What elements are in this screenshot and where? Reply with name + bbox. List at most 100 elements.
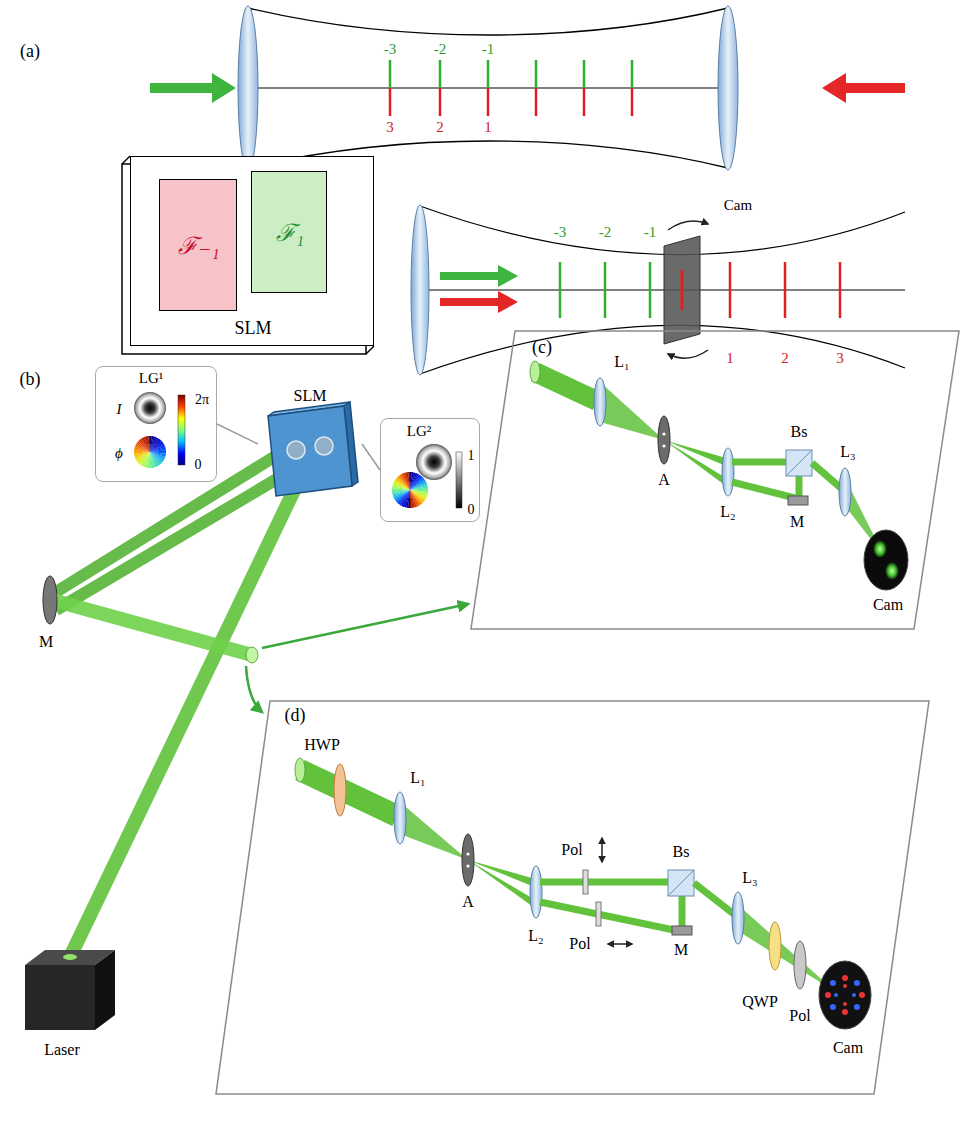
- connector-line: [362, 444, 380, 470]
- text-holder: 2π: [195, 390, 209, 408]
- copropagating-beams: [604, 262, 607, 318]
- laser-slm-setup: [70, 478, 300, 957]
- label-holder: M: [674, 941, 688, 959]
- text-holder: ℱ₋₁: [178, 233, 219, 259]
- slm-device-part: [287, 441, 305, 459]
- label-holder: 2: [781, 349, 789, 367]
- phase-wedge: [150, 450, 166, 452]
- laser-slm-setup: [56, 470, 292, 610]
- label-holder: Laser: [44, 1041, 80, 1059]
- panel-letter: (a): [20, 42, 40, 62]
- label-holder: -1: [482, 40, 495, 58]
- order-number: 1: [726, 350, 734, 367]
- label-holder: 2: [436, 118, 444, 136]
- interferometer-d: [842, 1009, 848, 1015]
- phase-wedge: [134, 452, 150, 454]
- slm-device-part: [268, 406, 352, 496]
- component-label: M: [790, 513, 804, 531]
- interferometer-d: [295, 758, 871, 1029]
- label-holder: 3: [386, 118, 394, 136]
- order-number: 3: [836, 350, 844, 367]
- interferometer-c: [864, 530, 908, 590]
- order-number: 2: [781, 350, 789, 367]
- copropagating-beams: [420, 290, 905, 291]
- phase-wedge: [150, 452, 153, 468]
- mode-insets: [456, 452, 462, 508]
- mode-insets: [178, 395, 185, 465]
- interferometer-d: [769, 922, 781, 970]
- interferometer-c: [812, 463, 842, 489]
- interferometer-c: [788, 496, 808, 505]
- interferometer-d: [601, 838, 603, 862]
- label-holder: M: [790, 513, 804, 531]
- text-holder: (c): [532, 338, 552, 358]
- label-holder: L₂: [528, 927, 543, 945]
- order-number: -1: [482, 41, 495, 58]
- inset-box: LG²10: [380, 418, 480, 522]
- phase-wedge: [143, 437, 150, 452]
- interferometer-c: [796, 476, 803, 496]
- interferometer-d: [694, 883, 735, 915]
- label-holder: HWP: [304, 736, 340, 754]
- phase-disk: [134, 436, 166, 468]
- laser-slm-setup: [95, 950, 115, 1030]
- copropagating-beams: [668, 350, 708, 358]
- counter-propagating-beams: [150, 6, 905, 170]
- node-text: (d): [285, 706, 306, 726]
- copropagating-beams: [498, 291, 518, 313]
- copropagating-beams: [420, 325, 905, 374]
- phase-wedge: [148, 436, 150, 452]
- inset-box: LG¹Iϕ2π0: [95, 366, 217, 482]
- text-holder: 0: [195, 455, 202, 473]
- component-label: Cam: [724, 197, 752, 214]
- interferometer-d: [825, 992, 831, 998]
- copropagating-beams: [122, 156, 130, 164]
- mode-insets: [416, 444, 452, 480]
- text-holder: 0: [468, 500, 475, 518]
- phase-wedge: [410, 484, 428, 490]
- slm-frame: ℱ₋₁ℱ₁SLM: [130, 156, 374, 346]
- interferometer-d: [468, 860, 532, 906]
- interferometer-c: [530, 361, 540, 383]
- laser-slm-setup: [63, 954, 77, 960]
- interferometer-d: [732, 892, 744, 944]
- interferometer-d: [583, 870, 588, 894]
- phase-wedge: [145, 436, 150, 452]
- counter-propagating-beams: [583, 60, 586, 88]
- setup-panel-outline: [470, 330, 960, 630]
- interferometer-c: [535, 372, 597, 401]
- interferometer-d: [295, 758, 305, 782]
- component-label: A: [658, 471, 670, 489]
- copropagating-beams: [411, 205, 429, 375]
- text-holder: ℱ₁: [276, 220, 304, 246]
- node-text: SLM: [294, 387, 327, 405]
- component-label: L₃: [840, 443, 855, 461]
- interferometer-d: [859, 992, 865, 998]
- interferometer-d: [854, 980, 860, 986]
- interferometer-c: [873, 540, 887, 558]
- interferometer-d: [466, 852, 469, 855]
- phase-wedge: [410, 486, 428, 490]
- counter-propagating-beams: [844, 83, 905, 93]
- label-holder: 1: [726, 349, 734, 367]
- label-holder: -2: [434, 40, 447, 58]
- order-number: -2: [434, 41, 447, 58]
- label-holder: Cam: [873, 596, 903, 614]
- laser-slm-setup: [246, 647, 258, 663]
- interferometer-c: [664, 440, 726, 486]
- component-label: L₁: [410, 769, 425, 787]
- interferometer-c: [658, 416, 670, 464]
- interferometer-c: [786, 450, 812, 476]
- interferometer-c: [594, 378, 606, 426]
- component-label: L₁: [614, 353, 629, 371]
- component-label: Laser: [44, 1041, 80, 1059]
- phase-wedge: [150, 445, 165, 452]
- text-holder: LG¹: [139, 369, 164, 387]
- label-holder: L₁: [614, 353, 629, 371]
- laser-slm-setup: [56, 452, 282, 592]
- text-holder: SLM: [294, 387, 327, 405]
- phase-wedge: [392, 490, 410, 494]
- copropagating-beams: [498, 265, 518, 287]
- copropagating-beams: [668, 221, 708, 230]
